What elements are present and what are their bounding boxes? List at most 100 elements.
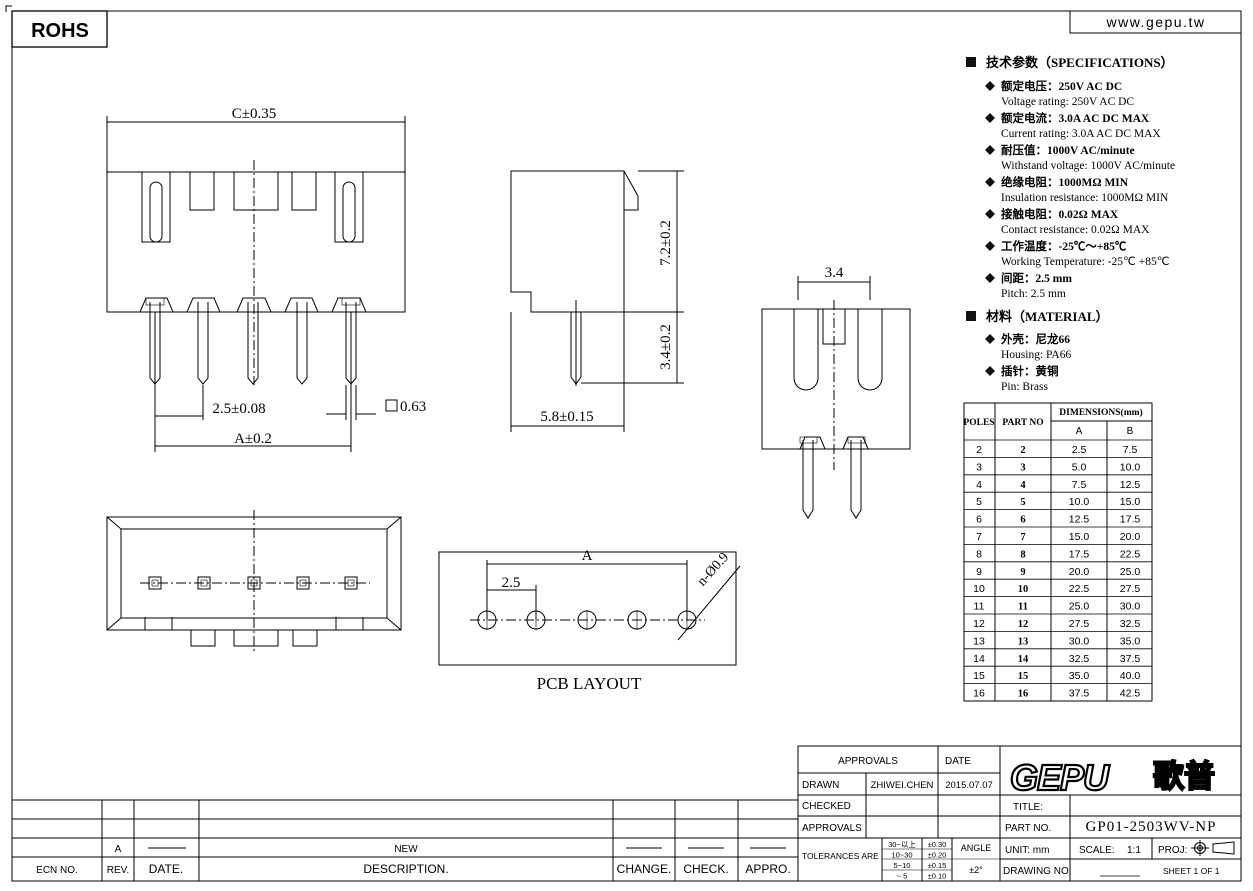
dim-cell-b: 25.0 <box>1120 566 1141 578</box>
front-view <box>106 116 406 452</box>
dim-cell-a: 2.5 <box>1072 444 1087 456</box>
title-block-border <box>797 745 1242 882</box>
spec-item-zh: 额定电压：250V AC DC <box>1001 79 1122 93</box>
a-dimension-label: A±0.2 <box>234 431 272 447</box>
dim-cell-poles: 9 <box>976 566 982 578</box>
dim-cell-a: 37.5 <box>1069 688 1090 700</box>
dim-cell-poles: 8 <box>976 548 982 560</box>
top-pin-1 <box>148 576 162 590</box>
front-pin-bosses <box>107 297 405 313</box>
rohs-box <box>11 10 108 48</box>
dim-cell-b: 7.5 <box>1123 444 1138 456</box>
end-pin-left <box>802 440 814 519</box>
material-bullet-icon <box>985 366 995 376</box>
dim-cell-partno: 3 <box>1020 462 1025 473</box>
dim-cell-b: 42.5 <box>1120 688 1141 700</box>
dim-cell-a: 17.5 <box>1069 548 1090 560</box>
pcb-hole-leader <box>677 565 741 641</box>
top-tab-2 <box>233 629 279 647</box>
pcb-layout <box>438 551 741 666</box>
dim-cell-partno: 5 <box>1020 497 1025 508</box>
dim-header-poles: POLES <box>963 418 994 428</box>
pin-square-symbol <box>385 399 398 412</box>
side-view <box>510 170 684 432</box>
front-slot-3 <box>233 171 279 211</box>
dim-cell-partno: 4 <box>1020 480 1026 491</box>
dim-cell-a: 22.5 <box>1069 583 1090 595</box>
rev-ecn-label: ECN NO. <box>36 865 78 876</box>
material-title: 材料（MATERIAL） <box>986 309 1109 324</box>
dim-cell-partno: 6 <box>1020 515 1025 526</box>
spec-item-zh: 额定电流：3.0A AC DC MAX <box>1001 111 1150 125</box>
top-view <box>106 510 402 652</box>
dim-cell-partno: 10 <box>1018 584 1029 595</box>
dim-cell-a: 30.0 <box>1069 635 1090 647</box>
dim-cell-partno: 15 <box>1018 671 1029 682</box>
tb-approvals-2: APPROVALS <box>802 823 862 834</box>
pcb-frame <box>438 551 737 666</box>
tb-unit-label: UNIT: mm <box>1005 845 1049 856</box>
dim-cell-b: 27.5 <box>1120 583 1141 595</box>
dim-cell-poles: 14 <box>973 653 985 665</box>
tb-title-label: TITLE: <box>1013 802 1043 813</box>
front-slot-5-inner <box>342 181 356 243</box>
tb-part-label: PART NO. <box>1005 823 1051 834</box>
top-chamfer-2 <box>386 516 402 530</box>
top-pin-3-core <box>250 579 258 587</box>
dim-cell-partno: 11 <box>1018 602 1028 613</box>
tb-date: DATE <box>945 756 971 767</box>
dim-cell-b: 37.5 <box>1120 653 1141 665</box>
spec-item-en: Withstand voltage: 1000V AC/minute <box>1001 160 1175 172</box>
end-pin-right <box>850 440 862 519</box>
dim-cell-a: 32.5 <box>1069 653 1090 665</box>
dim-cell-poles: 6 <box>976 514 982 526</box>
dim-table-border <box>963 402 1153 702</box>
dim-cell-poles: 7 <box>976 531 982 543</box>
projection-symbol-icon <box>1191 840 1235 856</box>
spec-list: 额定电压：250V AC DC Voltage rating: 250V AC D… <box>985 79 1175 300</box>
end-view <box>761 276 911 519</box>
revision-block <box>12 799 798 881</box>
dim-cell-poles: 13 <box>973 635 985 647</box>
spec-title: 技术参数（SPECIFICATIONS） <box>986 55 1174 70</box>
spec-item-en: Working Temperature: -25℃ +85℃ <box>1001 256 1170 268</box>
dim-cell-poles: 5 <box>976 496 982 508</box>
top-chamfer-4 <box>386 617 402 631</box>
dim-cell-a: 27.5 <box>1069 618 1090 630</box>
tb-checked: CHECKED <box>802 801 851 812</box>
top-pin-2 <box>197 576 211 590</box>
end-slot-right <box>857 309 883 391</box>
spec-bullet-icon <box>985 209 995 219</box>
dim-cell-b: 22.5 <box>1120 548 1141 560</box>
spec-item-zh: 耐压值：1000V AC/minute <box>1001 143 1135 157</box>
spec-item-zh: 间距：2.5 mm <box>1001 271 1072 285</box>
spec-item-en: Voltage rating: 250V AC DC <box>1001 96 1134 108</box>
top-pin-4 <box>296 576 310 590</box>
rohs-label: ROHS <box>31 20 89 42</box>
dim-cell-b: 30.0 <box>1120 601 1141 613</box>
spec-item-en: Pitch: 2.5 mm <box>1001 288 1066 300</box>
top-pin-4-core <box>299 579 307 587</box>
pcb-pitch-label: 2.5 <box>502 575 521 591</box>
dim-cell-b: 32.5 <box>1120 618 1141 630</box>
tol-value: ±0.20 <box>928 851 947 860</box>
spec-bullet-icon <box>985 241 995 251</box>
website-box <box>1069 10 1242 34</box>
tol-value: ±0.10 <box>928 872 947 881</box>
tol-range: 5~10 <box>894 861 911 870</box>
gepu-logo: GEPU 歌普 <box>1009 756 1216 799</box>
dim-cell-poles: 10 <box>973 583 985 595</box>
material-item-en: Housing: PA66 <box>1001 349 1071 361</box>
dim-cell-a: 35.0 <box>1069 670 1090 682</box>
front-pin-4 <box>296 302 308 385</box>
spec-item-zh: 接触电阻：0.02Ω MAX <box>1001 207 1119 221</box>
dim-cell-b: 17.5 <box>1120 514 1141 526</box>
end-body <box>761 308 911 450</box>
dim-cell-poles: 11 <box>974 601 985 613</box>
rev-date-label: DATE. <box>149 862 183 876</box>
tb-scale-val: 1:1 <box>1127 845 1141 856</box>
tb-approvals: APPROVALS <box>838 756 898 767</box>
rev-value: A <box>115 844 122 855</box>
tb-sheet: SHEET 1 OF 1 <box>1163 866 1220 876</box>
